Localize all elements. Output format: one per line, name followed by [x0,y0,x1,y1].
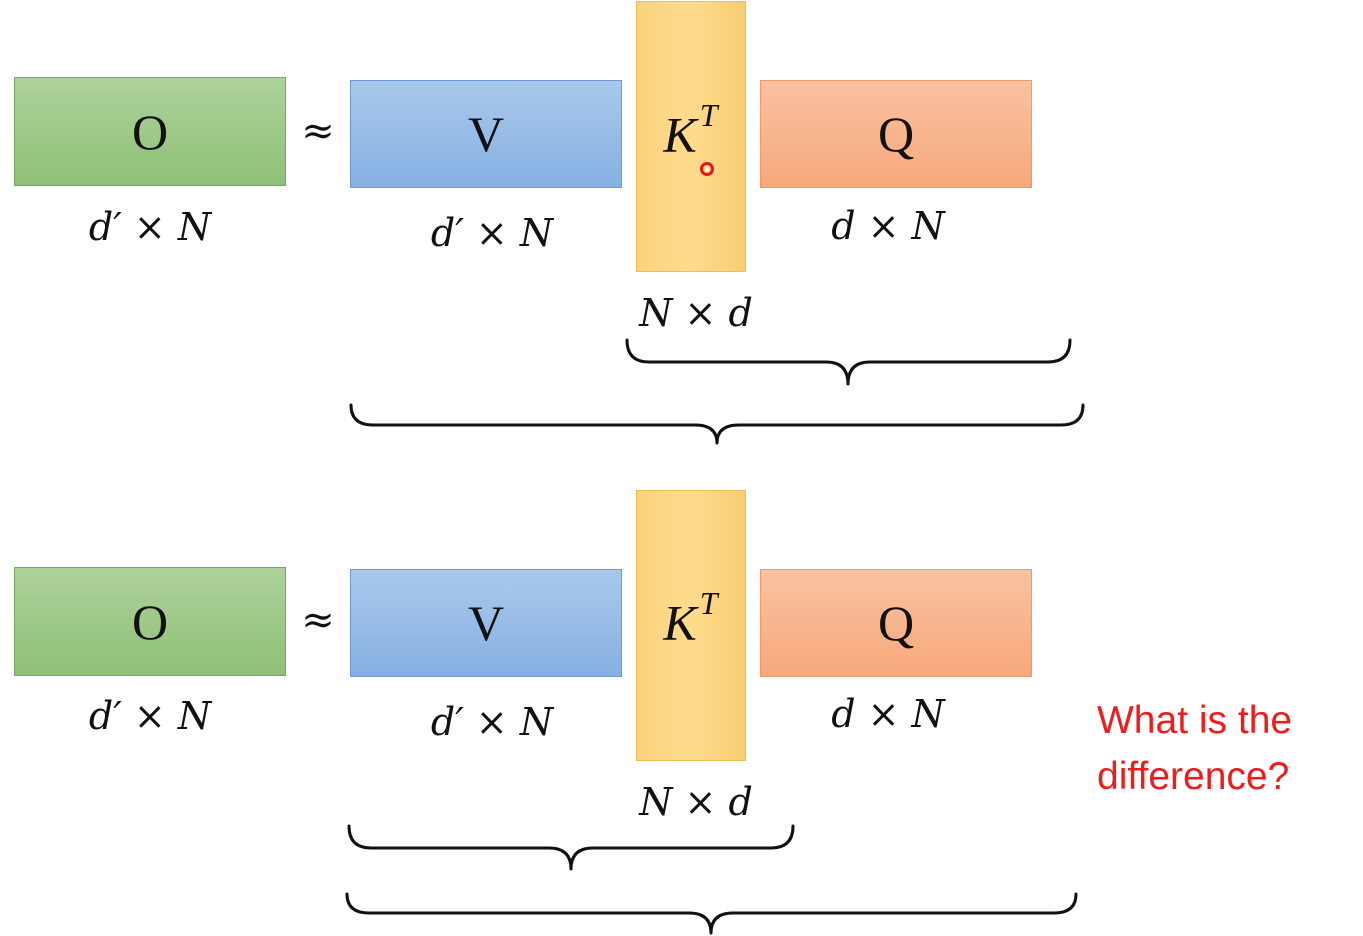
row1-v-dimension: d′ × N [430,211,554,255]
row2-q-label: Q [877,595,915,651]
row1-brace-ktq [625,338,1072,386]
row2-q-dimension: d × N [831,692,945,736]
row1-kt-dimension: N × d [639,291,753,335]
laser-pointer-icon [700,162,714,176]
row1-o-dimension: d′ × N [88,205,212,249]
row1-matrix-kt: KT [636,1,746,272]
row2-brace-vkt [347,824,795,871]
question-text: What is the difference? [1097,693,1347,805]
row2-o-label: O [131,593,169,650]
row1-matrix-v: V [350,80,622,188]
row1-v-label: V [467,106,505,162]
row2-matrix-kt: KT [636,490,746,761]
row1-q-label: Q [877,106,915,162]
row2-v-label: V [467,595,505,651]
row1-q-dimension: d × N [831,204,945,248]
row1-kt-label: KT [663,97,719,163]
row2-kt-dimension: N × d [639,780,753,824]
row1-o-label: O [131,103,169,160]
row2-o-dimension: d′ × N [88,694,212,738]
question-line1: What is the [1097,699,1293,742]
row2-matrix-o: O [14,567,286,676]
row1-brace-full [349,403,1085,445]
row2-v-dimension: d′ × N [430,700,554,744]
row2-matrix-v: V [350,569,622,677]
row1-matrix-o: O [14,77,286,186]
row2-brace-full [345,892,1078,935]
question-line2: difference? [1097,755,1290,798]
row2-matrix-q: Q [760,569,1032,677]
row1-approx-symbol: ≈ [301,108,335,154]
row1-matrix-q: Q [760,80,1032,188]
row2-kt-label: KT [663,585,719,651]
row2-approx-symbol: ≈ [301,597,335,643]
